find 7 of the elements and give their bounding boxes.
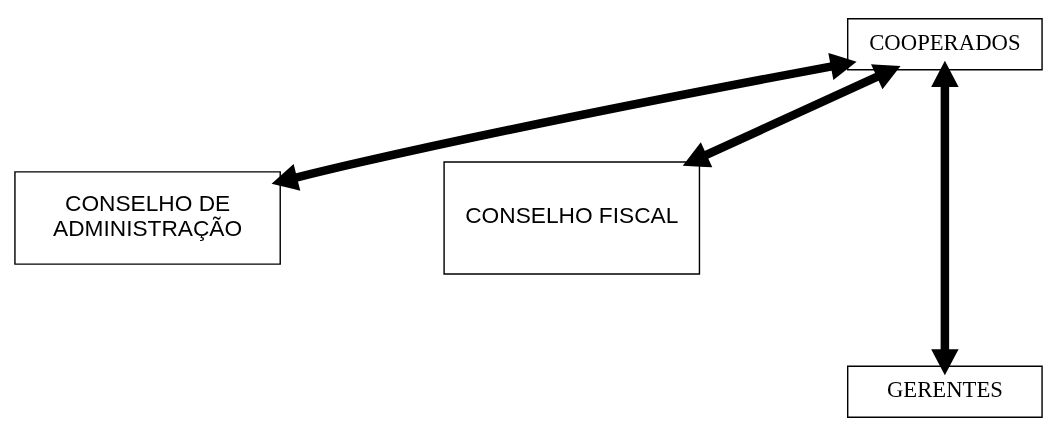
node-box: CONSELHO FISCAL <box>443 160 701 275</box>
arrow <box>682 63 901 167</box>
node-box: COOPERADOS <box>847 17 1043 70</box>
arrow <box>931 60 959 375</box>
node-box: GERENTES <box>847 365 1043 418</box>
arrow <box>271 52 857 191</box>
node-box: CONSELHO DE ADMINISTRAÇÃO <box>14 170 281 265</box>
